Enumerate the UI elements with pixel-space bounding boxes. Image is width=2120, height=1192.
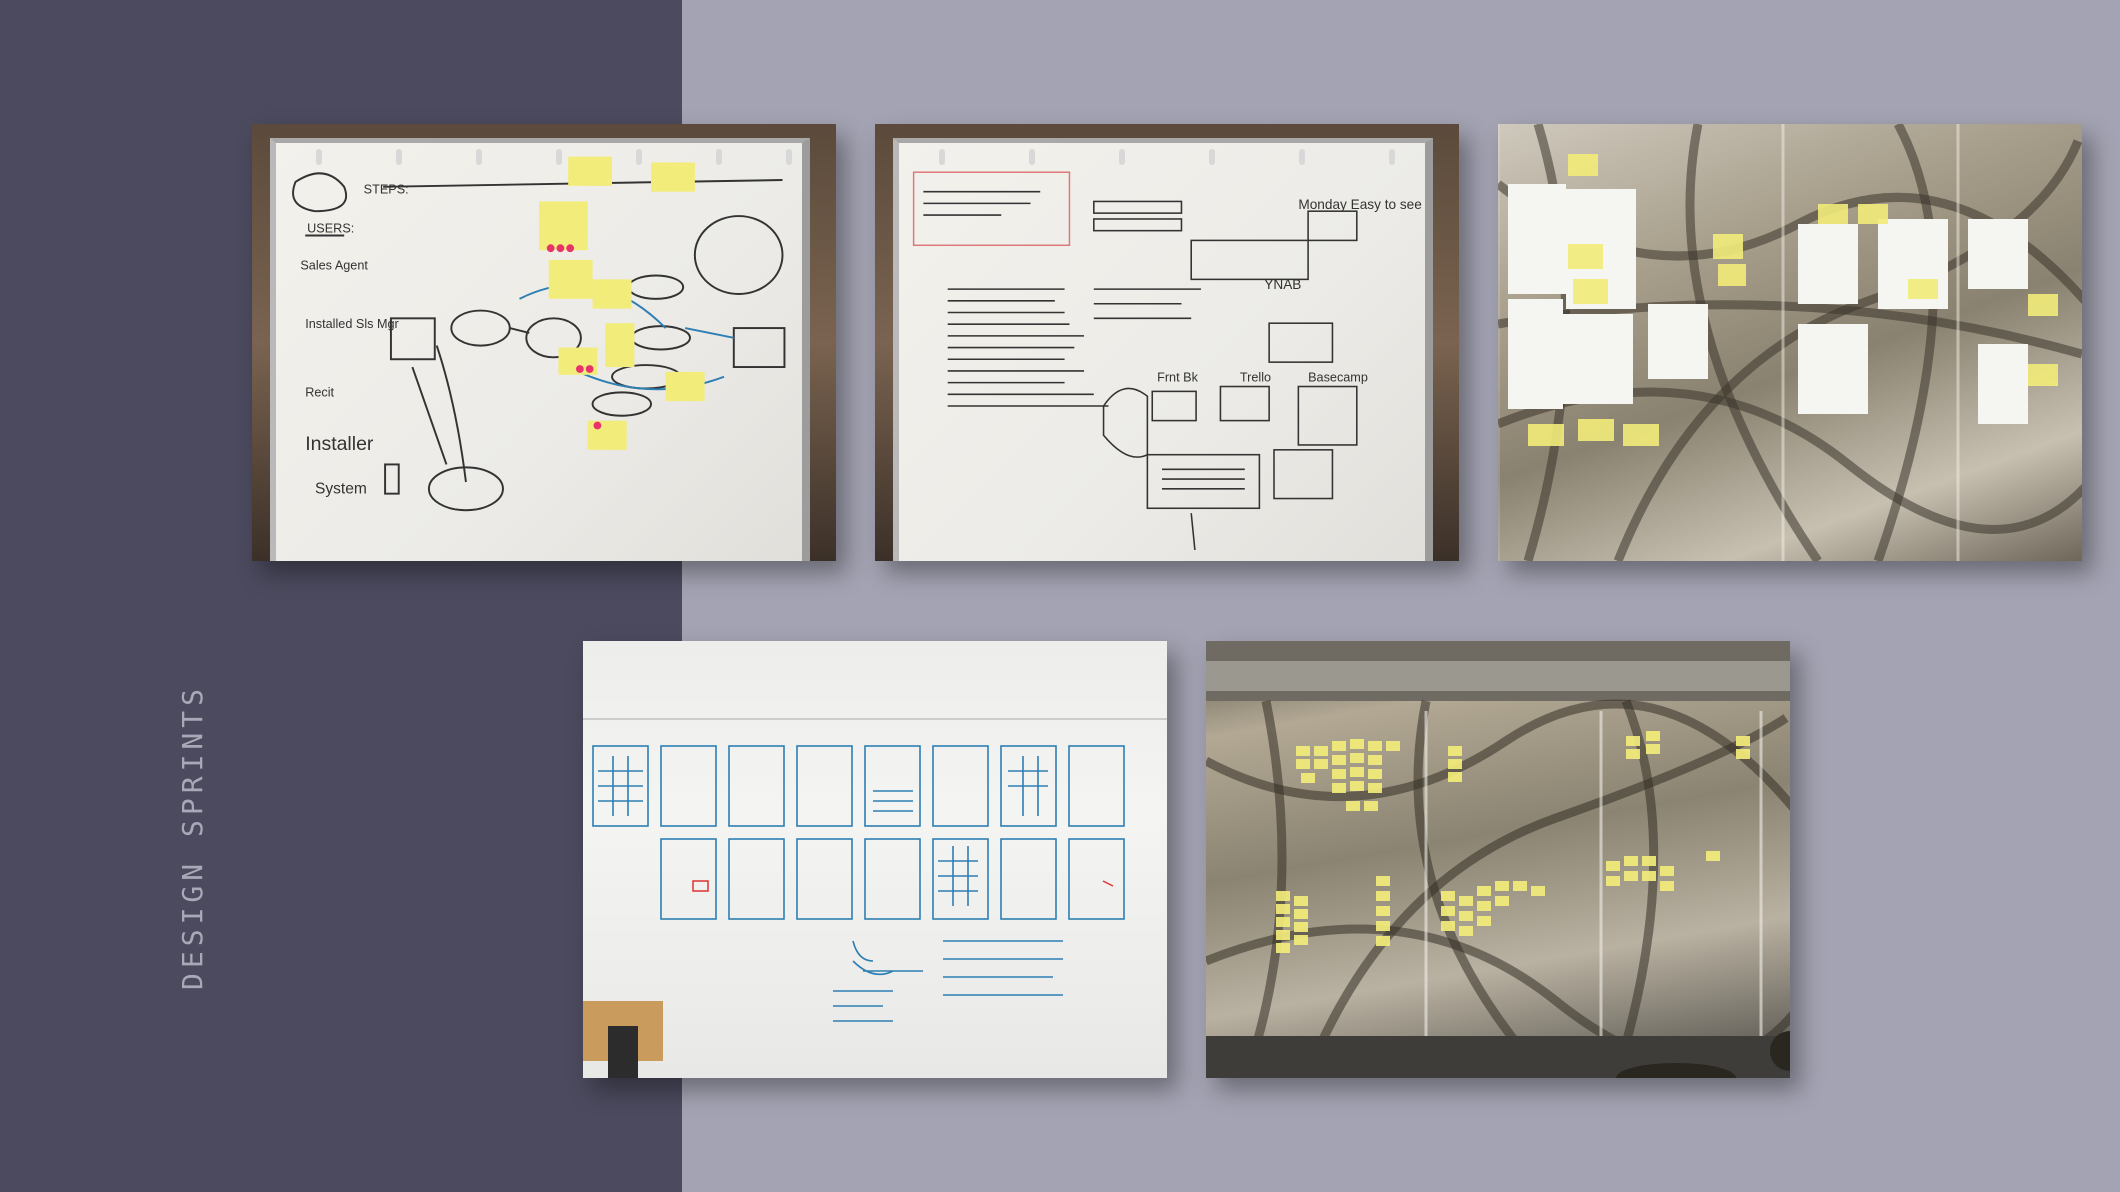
glass-wall-affinity-map-photo [1206, 641, 1790, 1078]
glass-wall-notes-photo [1498, 124, 2082, 561]
svg-text:Monday Easy to see steps: Monday Easy to see steps [1298, 197, 1425, 212]
svg-text:Installed Sls Mgr: Installed Sls Mgr [305, 317, 399, 331]
svg-text:YNAB: YNAB [1264, 277, 1301, 292]
svg-text:Basecamp: Basecamp [1308, 371, 1368, 385]
svg-text:USERS:: USERS: [307, 222, 354, 236]
svg-text:Frnt Bk: Frnt Bk [1157, 371, 1198, 385]
whiteboard-user-flow-photo: Sales Agent Installed Sls Mgr Recit Inst… [252, 124, 836, 561]
svg-text:Recit: Recit [305, 385, 334, 399]
whiteboard-questions-sketches-photo: Monday Easy to see steps YNAB Frnt Bk Tr… [875, 124, 1459, 561]
svg-text:Trello: Trello [1240, 371, 1271, 385]
svg-text:STEPS:: STEPS: [364, 183, 409, 197]
svg-text:Installer: Installer [305, 433, 374, 455]
section-title: DESIGN SPRINTS [176, 683, 209, 990]
whiteboard-storyboard-photo [583, 641, 1167, 1078]
svg-text:Sales Agent: Sales Agent [300, 259, 368, 273]
svg-text:System: System [315, 481, 367, 498]
